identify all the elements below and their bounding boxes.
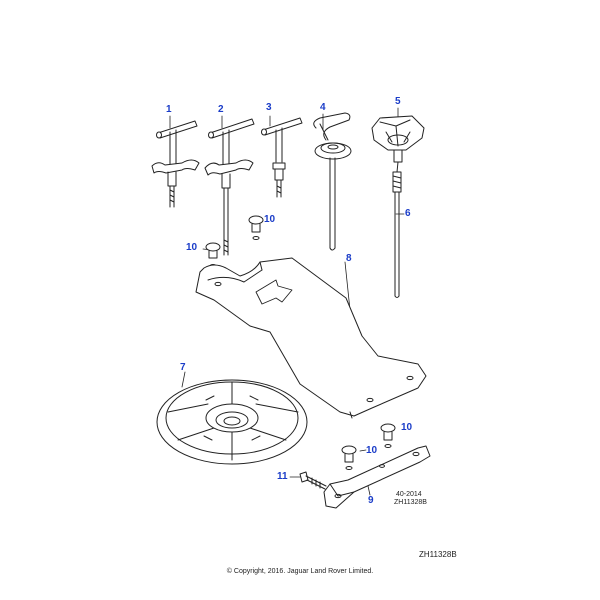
- callout-part-10-upper-left: 10: [186, 242, 198, 253]
- callout-part-3: 3: [266, 102, 272, 113]
- callout-part-5: 5: [395, 96, 401, 107]
- callout-part-4: 4: [320, 102, 326, 113]
- part-5-retainer-nut: [371, 115, 425, 163]
- reference-inset-code: ZH11328B: [394, 499, 427, 506]
- diagram-code: ZH11328B: [419, 550, 457, 559]
- part-10-clip-lower: [341, 423, 396, 470]
- callout-part-7: 7: [180, 362, 186, 373]
- callout-part-9: 9: [368, 495, 374, 506]
- part-10-clip-upper: [205, 215, 264, 268]
- callout-part-2: 2: [218, 104, 224, 115]
- part-2-wheel-clamp: [204, 118, 255, 256]
- part-9-bracket: [323, 445, 431, 509]
- part-11-bolt: [299, 471, 327, 490]
- callout-part-6: 6: [405, 208, 411, 219]
- part-3-t-bolt: [261, 117, 303, 198]
- callout-part-10-upper-right: 10: [264, 214, 276, 225]
- leader-lines: [169, 107, 405, 496]
- callout-part-11: 11: [277, 471, 288, 482]
- callout-part-1: 1: [166, 104, 172, 115]
- part-8-floor-panel: [195, 257, 427, 419]
- part-1-wheel-clamp: [151, 120, 200, 208]
- reference-date: 40-2014: [396, 491, 422, 498]
- part-7-wheel-base-plate: [156, 379, 308, 465]
- callout-part-10-lower-left: 10: [366, 445, 378, 456]
- callout-part-8: 8: [346, 253, 352, 264]
- copyright-notice: © Copyright, 2016. Jaguar Land Rover Lim…: [226, 568, 374, 575]
- part-6-threaded-rod: [392, 161, 402, 298]
- callout-part-10-lower-right: 10: [401, 422, 413, 433]
- part-4-crank-handle: [313, 112, 352, 251]
